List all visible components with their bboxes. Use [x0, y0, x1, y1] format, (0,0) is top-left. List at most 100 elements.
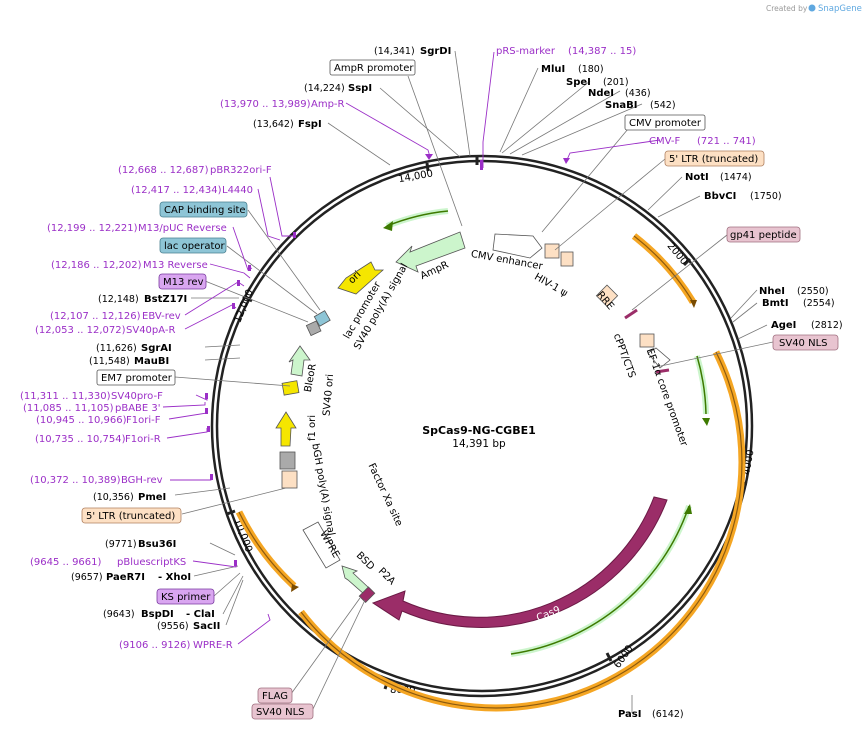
lac-operator-box: [159, 237, 227, 254]
ndei-pos: (436): [625, 88, 651, 99]
snapgene-logo-icon: [808, 4, 816, 12]
feature-bleor: [288, 345, 311, 377]
sgrai-name: SgrAI: [141, 343, 172, 354]
hiv-label: HIV-1 ψ: [532, 272, 569, 300]
bleor-label: BleoR: [303, 363, 319, 393]
ebv-pos: (12,107 .. 12,126): [50, 311, 141, 322]
maubi-name: MauBI: [134, 356, 169, 367]
paer7i-pos: (9657): [71, 572, 103, 583]
flag-box: [257, 687, 293, 704]
primer-leader-lines: [162, 51, 661, 645]
clai-name: - ClaI: [186, 609, 215, 620]
ltr-top-label: 5' LTR (truncated): [669, 154, 758, 165]
pbluescript-name: pBluescriptKS: [117, 557, 186, 568]
credit-brand: SnapGene: [818, 4, 862, 14]
prs-marker-name: pRS-marker: [496, 46, 556, 57]
tick-marks: [226, 156, 748, 690]
sacii-pos: (9556): [157, 621, 189, 632]
ampr-primer-name: Amp-R: [311, 99, 345, 110]
amp-promoter-label: AmpR promoter: [334, 63, 414, 74]
pbluescript-pos: (9645 .. 9661): [30, 557, 102, 568]
bstz17i-name: BstZ17I: [144, 294, 187, 305]
gp41-box: [726, 226, 801, 243]
spei-name: SpeI: [566, 77, 591, 88]
lac-operator-label: lac operator: [164, 241, 225, 252]
cppt-label: cPPT/CTS: [611, 332, 637, 379]
snapgene-credit: Created by SnapGene: [766, 4, 862, 14]
nhei-pos: (2550): [797, 286, 829, 297]
sspi-name: SspI: [348, 83, 372, 94]
wpre-r-name: WPRE-R: [193, 640, 233, 651]
f1ori-r-pos: (10,735 .. 10,754): [35, 434, 126, 445]
bgh-rev-pos: (10,372 .. 10,389): [30, 475, 121, 486]
feature-box-cmv: [544, 243, 560, 259]
pmei-name: PmeI: [138, 492, 166, 503]
sv40-ori-label: SV40 ori: [322, 374, 337, 417]
tick-14000: 14,000: [398, 168, 434, 185]
cap-box: [159, 201, 248, 218]
pasi-name: PasI: [618, 709, 641, 720]
backbone-outer-ring: [210, 154, 754, 698]
sv40pro-pos: (11,311 .. 11,330): [20, 391, 111, 402]
ampr-primer-pos: (13,970 .. 13,989): [220, 99, 311, 110]
credit-text: Created by: [766, 4, 808, 13]
l4440-name: L4440: [222, 185, 253, 196]
m13rev-label: M13 rev: [163, 277, 204, 288]
f1ori-r-name: F1ori-R: [125, 434, 161, 445]
mlui-pos: (180): [578, 64, 604, 75]
spei-pos: (201): [603, 77, 629, 88]
feature-ampr: AmpR: [395, 231, 466, 282]
m13rev-box: [158, 273, 207, 290]
feature-wpre: [302, 521, 341, 569]
pbabe-pos: (11,085 .. 11,105): [23, 403, 114, 414]
agei-name: AgeI: [771, 320, 796, 331]
pbr322-name: pBR322ori-F: [210, 165, 272, 176]
factor-xa-label: Factor Xa site: [366, 462, 405, 528]
ks-primer-box: [156, 588, 215, 605]
ks-primer-label: KS primer: [161, 592, 211, 603]
sacii-name: SacII: [193, 621, 220, 632]
prs-marker-pos: (14,387 .. 15): [568, 46, 636, 57]
sgrai-pos: (11,626): [96, 343, 137, 354]
l4440-pos: (12,417 .. 12,434): [131, 185, 222, 196]
green-arc-right: [694, 355, 709, 415]
pbabe-name: pBABE 3': [115, 403, 161, 414]
bsu36i-name: Bsu36I: [138, 539, 176, 550]
feature-box-cppt: [639, 333, 655, 348]
feature-box-ltr: [281, 470, 298, 489]
m13puc-name: M13/pUC Reverse: [138, 223, 227, 234]
cmv-f-pos: (721 .. 741): [697, 136, 756, 147]
fspi-pos: (13,642): [253, 119, 294, 130]
m13puc-pos: (12,199 .. 12,221): [47, 223, 138, 234]
bspdi-name: BspDI: [141, 609, 174, 620]
feature-ef1a-shape: [647, 347, 671, 369]
feature-lac-box: [313, 310, 331, 327]
ndei-name: NdeI: [588, 88, 614, 99]
plasmid-length: 14,391 bp: [452, 438, 506, 450]
nhei-name: NheI: [759, 286, 785, 297]
bgh-label: bGH poly(A) signal: [309, 443, 336, 537]
em7-box: [96, 369, 176, 386]
flag-label: FLAG: [262, 691, 288, 702]
bgh-rev-name: BGH-rev: [121, 475, 163, 486]
bbvci-name: BbvCI: [704, 191, 736, 202]
snabi-pos: (542): [650, 100, 676, 111]
ltr-top-box: [664, 150, 765, 167]
feature-cmv-enhancer-shape: [492, 233, 543, 259]
feature-sv40-ori-box: [281, 380, 300, 396]
cmv-f-name: CMV-F: [649, 136, 680, 147]
bsd-label: BSD: [354, 550, 377, 573]
wpre-r-pos: (9106 .. 9126): [119, 640, 191, 651]
ltr-left-label: 5' LTR (truncated): [86, 511, 175, 522]
noti-name: NotI: [685, 172, 709, 183]
bmti-name: BmtI: [762, 298, 789, 309]
feature-grey-box-1: [305, 320, 322, 337]
feature-p2a-box: [358, 586, 376, 604]
bbvci-pos: (1750): [750, 191, 782, 202]
feature-bsd: [341, 565, 370, 595]
feature-f1-ori: [275, 411, 297, 447]
bmti-pos: (2554): [803, 298, 835, 309]
fspi-name: FspI: [298, 119, 322, 130]
maubi-pos: (11,548): [89, 356, 130, 367]
